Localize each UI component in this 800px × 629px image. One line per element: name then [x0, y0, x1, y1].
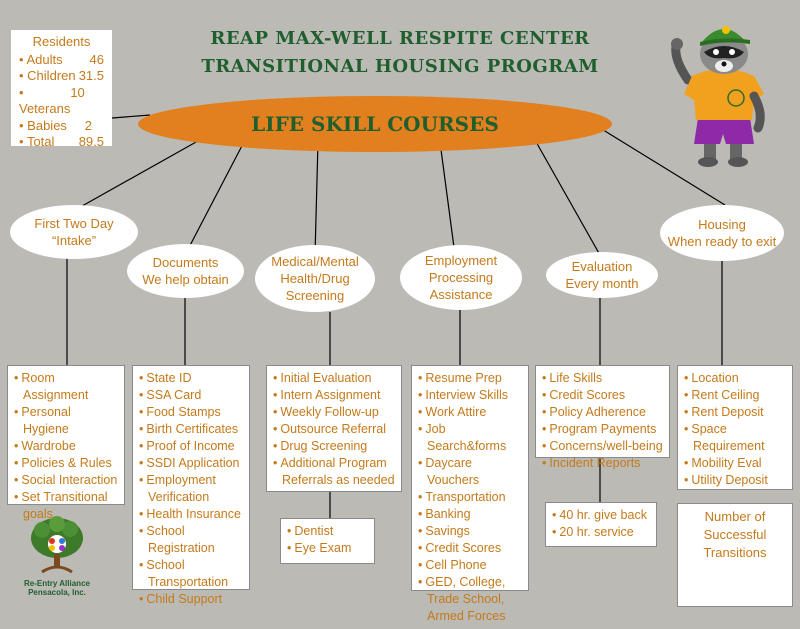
list-item: Credit Scores [418, 540, 522, 557]
list-item: Program Payments [542, 421, 663, 438]
node-intake: First Two Day “Intake” [10, 205, 138, 259]
node-line: “Intake” [51, 233, 97, 248]
node-line: Housing [698, 217, 746, 232]
node-line: Every month [565, 276, 639, 291]
list-item: Personal Hygiene [14, 404, 118, 438]
successful-transitions-box: Number of Successful Transitions [677, 503, 793, 607]
list-item: Initial Evaluation [273, 370, 395, 387]
title-line-1: REAP MAX-WELL RESPITE CENTER [210, 28, 590, 49]
list-item: Transportation [418, 489, 522, 506]
list-item: Room Assignment [14, 370, 118, 404]
list-item: Cell Phone [418, 557, 522, 574]
list-item: Health Insurance [139, 506, 243, 523]
list-item: Mobility Eval [684, 455, 786, 472]
list-item: Work Attire [418, 404, 522, 421]
list-item: Space Requirement [684, 421, 786, 455]
list-item: Resume Prep [418, 370, 522, 387]
node-housing: Housing When ready to exit [660, 205, 784, 261]
list-item: Location [684, 370, 786, 387]
list-item: Additional Program Referrals as needed [273, 455, 395, 489]
medical-sub-list: Dentist Eye Exam [280, 518, 375, 564]
node-line: Documents [152, 255, 219, 270]
list-item: Birth Certificates [139, 421, 243, 438]
list-item: Policies & Rules [14, 455, 118, 472]
list-item: Incident Reports [542, 455, 663, 472]
list-item: Employment Verification [139, 472, 243, 506]
list-item: Food Stamps [139, 404, 243, 421]
node-line: When ready to exit [667, 234, 777, 249]
logo-line-2: Pensacola, Inc. [28, 588, 86, 597]
evaluation-list: Life Skills Credit Scores Policy Adheren… [535, 365, 670, 470]
list-item: GED, College, Trade School, Armed Forces [418, 574, 522, 625]
node-line: Employment [424, 253, 498, 268]
logo-line-1: Re-Entry Alliance [24, 579, 90, 588]
list-item: Policy Adherence [542, 404, 663, 421]
tree-icon [31, 516, 83, 574]
list-item: Weekly Follow-up [273, 404, 395, 421]
node-line: Processing [428, 270, 494, 285]
node-documents: Documents We help obtain [127, 244, 244, 298]
list-item: Life Skills [542, 370, 663, 387]
list-item: Set Transitional goals [14, 489, 118, 523]
node-employment: Employment Processing Assistance [400, 245, 522, 310]
residents-heading: Residents [32, 34, 91, 49]
list-item: Wardrobe [14, 438, 118, 455]
node-line: Evaluation [571, 259, 633, 274]
list-item: Outsource Referral [273, 421, 395, 438]
raccoon-mascot-icon [671, 26, 765, 167]
list-item: Banking [418, 506, 522, 523]
list-item: Utility Deposit [684, 472, 786, 489]
list-item: Rent Deposit [684, 404, 786, 421]
list-item: SSDI Application [139, 455, 243, 472]
list-item: Rent Ceiling [684, 387, 786, 404]
node-line: Medical/Mental [271, 254, 359, 269]
list-item: Daycare Vouchers [418, 455, 522, 489]
node-line: Assistance [429, 287, 493, 302]
node-medical: Medical/Mental Health/Drug Screening [255, 245, 375, 312]
list-item: State ID [139, 370, 243, 387]
evaluation-sub-list: 40 hr. give back 20 hr. service [545, 502, 657, 547]
list-item: Credit Scores [542, 387, 663, 404]
list-item: Savings [418, 523, 522, 540]
list-item: Dentist [287, 523, 368, 540]
successful-transitions-text: Number of Successful Transitions [703, 509, 767, 560]
list-item: Interview Skills [418, 387, 522, 404]
employment-list: Resume Prep Interview Skills Work Attire… [411, 365, 529, 623]
list-item: Drug Screening [273, 438, 395, 455]
list-item: Social Interaction [14, 472, 118, 489]
list-item: 40 hr. give back [552, 507, 650, 524]
list-item: Eye Exam [287, 540, 368, 557]
intake-list: Room Assignment Personal Hygiene Wardrob… [7, 365, 125, 521]
title-line-2: TRANSITIONAL HOUSING PROGRAM [201, 56, 599, 77]
list-item: School Transportation [139, 557, 243, 591]
reentry-alliance-logo: Re-Entry Alliance Pensacola, Inc. [22, 516, 92, 598]
list-item: School Registration [139, 523, 243, 557]
list-item: Proof of Income [139, 438, 243, 455]
list-item: Concerns/well-being [542, 438, 663, 455]
center-oval: LIFE SKILL COURSES [138, 96, 612, 152]
list-item: Child Support [139, 591, 243, 608]
list-item: SSA Card [139, 387, 243, 404]
list-item: Intern Assignment [273, 387, 395, 404]
node-evaluation: Evaluation Every month [546, 252, 658, 298]
list-item: Job Search&forms [418, 421, 522, 455]
node-line: First Two Day [34, 216, 114, 231]
node-line: We help obtain [142, 272, 229, 287]
medical-list: Initial Evaluation Intern Assignment Wee… [266, 365, 402, 492]
node-line: Health/Drug [280, 271, 350, 286]
list-item: 20 hr. service [552, 524, 650, 541]
center-label: LIFE SKILL COURSES [251, 112, 499, 136]
node-line: Screening [285, 288, 345, 303]
housing-list: Location Rent Ceiling Rent Deposit Space… [677, 365, 793, 490]
documents-list: State ID SSA Card Food Stamps Birth Cert… [132, 365, 250, 606]
